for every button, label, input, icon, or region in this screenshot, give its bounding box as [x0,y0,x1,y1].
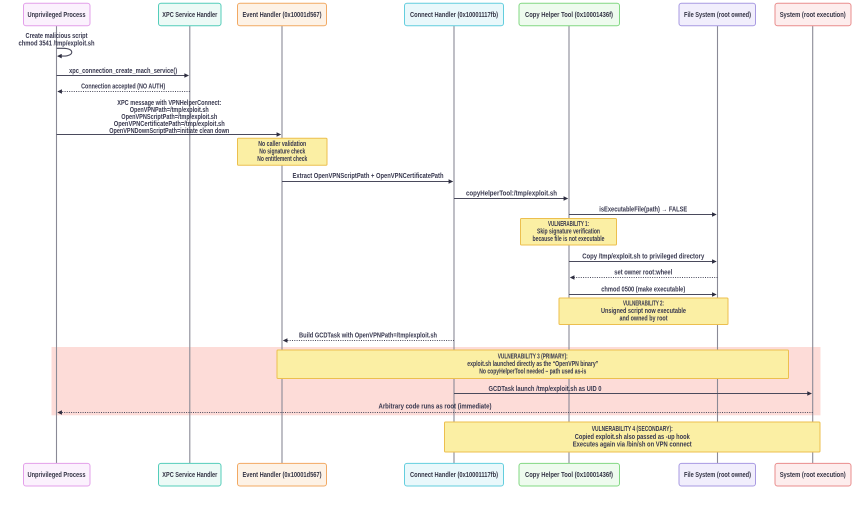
svg-text:OpenVPNDownScriptPath=initiate: OpenVPNDownScriptPath=initiate clean dow… [109,128,229,135]
svg-text:Copy Helper Tool (0x10001436f): Copy Helper Tool (0x10001436f) [525,472,613,479]
svg-text:Skip signature verification: Skip signature verification [537,229,600,236]
svg-text:No copyHelperTool needed – pat: No copyHelperTool needed – path used as-… [479,369,586,376]
svg-text:xpc_connection_create_mach_ser: xpc_connection_create_mach_service() [69,68,177,75]
svg-text:isExecutableFile(path) → FALSE: isExecutableFile(path) → FALSE [599,207,687,214]
svg-text:copyHelperTool:/tmp/exploit.sh: copyHelperTool:/tmp/exploit.sh [466,191,557,198]
svg-text:XPC Service Handler: XPC Service Handler [162,472,217,479]
svg-text:No entitlement check: No entitlement check [257,156,307,163]
svg-text:chmod 3541 /tmp/exploit.sh: chmod 3541 /tmp/exploit.sh [19,40,95,47]
svg-text:because file is not executable: because file is not executable [533,236,605,243]
svg-text:OpenVPNCertificatePath=/tmp/ex: OpenVPNCertificatePath=/tmp/exploit.sh [114,121,225,128]
svg-text:OpenVPNPath=/tmp/exploit.sh: OpenVPNPath=/tmp/exploit.sh [130,107,209,114]
svg-text:Extract OpenVPNScriptPath + Op: Extract OpenVPNScriptPath + OpenVPNCerti… [293,173,444,180]
svg-text:Copied exploit.sh also passed: Copied exploit.sh also passed as -up hoo… [575,434,690,441]
svg-text:and owned by root: and owned by root [620,316,669,323]
svg-text:XPC Service Handler: XPC Service Handler [162,12,217,19]
svg-text:No caller validation: No caller validation [258,141,306,148]
svg-text:Arbitrary code runs as root (i: Arbitrary code runs as root (immediate) [379,404,492,411]
svg-text:Event Handler (0x10001d567): Event Handler (0x10001d567) [243,472,322,479]
svg-text:Build GCDTask with OpenVPNPath: Build GCDTask with OpenVPNPath=/tmp/expl… [299,332,437,339]
svg-text:System (root execution): System (root execution) [780,472,846,479]
svg-text:Create malicious script: Create malicious script [26,33,89,40]
svg-text:Copy Helper Tool (0x10001436f): Copy Helper Tool (0x10001436f) [525,12,613,19]
svg-text:VULNERABILITY 2:: VULNERABILITY 2: [623,300,664,307]
svg-text:No signature check: No signature check [259,149,305,156]
svg-text:File System (root owned): File System (root owned) [684,472,751,479]
svg-text:File System (root owned): File System (root owned) [684,12,751,19]
svg-text:exploit.sh launched directly a: exploit.sh launched directly as the “Ope… [467,361,598,368]
svg-text:VULNERABILITY 1:: VULNERABILITY 1: [548,221,589,228]
svg-text:VULNERABILITY 4 (SECONDARY):: VULNERABILITY 4 (SECONDARY): [592,426,673,433]
svg-text:Connect Handler (0x10001117fb): Connect Handler (0x10001117fb) [410,472,498,479]
svg-text:Unprivileged Process: Unprivileged Process [28,12,86,19]
svg-text:Unprivileged Process: Unprivileged Process [28,472,86,479]
svg-text:Connect Handler (0x10001117fb): Connect Handler (0x10001117fb) [410,12,498,19]
svg-text:Event Handler (0x10001d567): Event Handler (0x10001d567) [243,12,322,19]
svg-text:OpenVPNScriptPath=/tmp/exploit: OpenVPNScriptPath=/tmp/exploit.sh [121,114,217,121]
svg-text:Executes again via /bin/sh on: Executes again via /bin/sh on VPN connec… [573,441,693,448]
svg-text:Connection accepted (NO AUTH): Connection accepted (NO AUTH) [81,84,165,91]
svg-text:Copy /tmp/exploit.sh to privil: Copy /tmp/exploit.sh to privileged direc… [582,253,704,260]
svg-text:Unsigned script now executable: Unsigned script now executable [601,308,686,315]
svg-text:VULNERABILITY 3 (PRIMARY):: VULNERABILITY 3 (PRIMARY): [498,353,568,360]
svg-text:set owner root:wheel: set owner root:wheel [614,270,672,277]
svg-text:chmod 0500 (make executable): chmod 0500 (make executable) [601,286,685,293]
svg-text:GCDTask launch /tmp/exploit.sh: GCDTask launch /tmp/exploit.sh as UID 0 [489,386,602,393]
svg-text:System (root execution): System (root execution) [780,12,846,19]
svg-text:XPC message with VPNHelperConn: XPC message with VPNHelperConnect: [117,100,221,107]
